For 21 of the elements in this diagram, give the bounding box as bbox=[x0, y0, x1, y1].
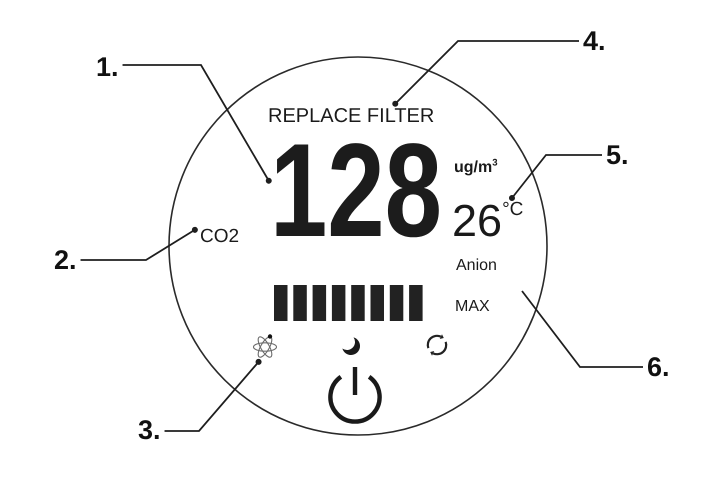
leader-line bbox=[80, 226, 198, 261]
display-label: REPLACE FILTER bbox=[268, 106, 434, 126]
callout-number: 4. bbox=[579, 28, 610, 54]
callout-number: 3. bbox=[134, 416, 165, 444]
display-label: MAX bbox=[455, 299, 490, 315]
temperature-unit: °C bbox=[502, 200, 524, 219]
callout-number: 2. bbox=[50, 246, 81, 274]
display-label: Anion bbox=[456, 258, 497, 274]
leader-line bbox=[122, 64, 272, 184]
temperature-reading: 26 bbox=[452, 203, 502, 238]
callout-number: 1. bbox=[92, 54, 123, 80]
unit-label: ug/m$^{3}$ bbox=[454, 160, 498, 176]
callout-number: 6. bbox=[643, 354, 674, 380]
leader-line bbox=[164, 358, 262, 432]
leader-line bbox=[392, 40, 579, 107]
leader-line bbox=[508, 154, 602, 202]
display-label: CO2 bbox=[197, 226, 240, 246]
lcd-reading: 128 bbox=[270, 142, 442, 242]
leader-line bbox=[521, 290, 643, 368]
atom-icon bbox=[252, 334, 278, 360]
callout-number: 5. bbox=[602, 142, 633, 168]
